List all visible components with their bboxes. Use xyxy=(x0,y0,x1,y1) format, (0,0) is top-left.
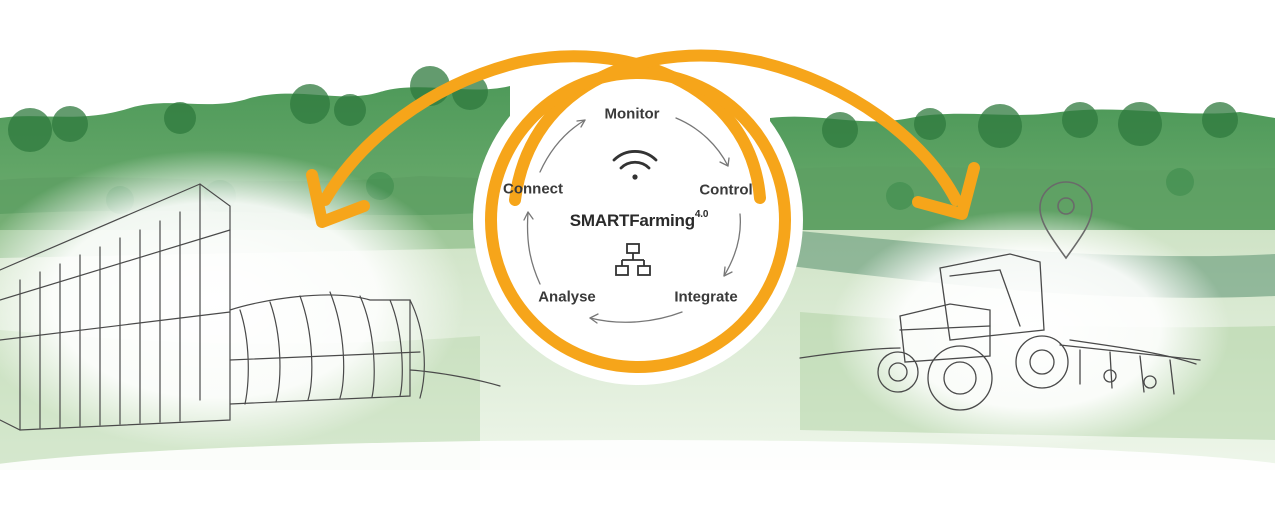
network-icon xyxy=(615,243,651,276)
right-arrowhead-icon xyxy=(912,162,980,220)
left-arrowhead-icon xyxy=(306,169,370,228)
inner-cycle-arrows xyxy=(523,117,742,324)
cycle-step-integrate: Integrate xyxy=(674,288,738,306)
cycle-step-connect: Connect xyxy=(503,180,563,198)
arrowheads xyxy=(306,162,980,228)
cycle-step-control: Control xyxy=(699,181,753,199)
tractor-glow xyxy=(830,210,1230,450)
tractor-sketch xyxy=(799,253,1201,411)
greenhouse-sketch xyxy=(0,183,501,431)
greenhouse-glow xyxy=(0,150,465,450)
cycle-step-monitor: Monitor xyxy=(604,105,660,123)
cycle-step-analyse: Analyse xyxy=(538,288,596,306)
cycle-circle-background xyxy=(473,55,803,385)
bottom-fade xyxy=(0,440,1280,516)
smartfarming-brand: SMARTFarming4.0 xyxy=(569,209,709,231)
wifi-icon xyxy=(612,150,658,180)
brand-name: SMARTFarming xyxy=(569,211,695,230)
orange-arrows xyxy=(319,49,962,373)
brand-version: 4.0 xyxy=(694,209,709,221)
location-pin-icon xyxy=(1039,181,1093,260)
